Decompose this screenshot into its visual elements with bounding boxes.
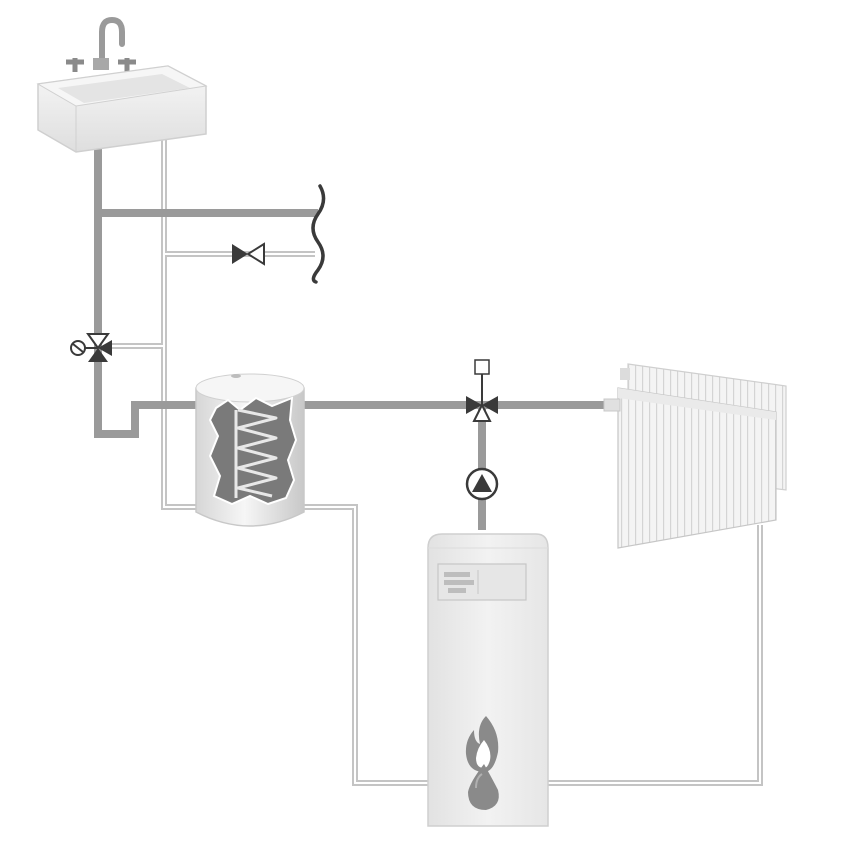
flame-icon bbox=[465, 716, 499, 772]
boiler bbox=[427, 533, 549, 827]
radiator bbox=[603, 363, 787, 549]
return-pipes-core bbox=[108, 140, 761, 784]
sink bbox=[36, 16, 208, 153]
circulation-pump-icon bbox=[465, 467, 499, 501]
oil-drop-icon bbox=[468, 764, 499, 810]
faucet-icon bbox=[99, 16, 125, 69]
shutoff-valve-icon bbox=[232, 242, 265, 266]
hot-water-cylinder bbox=[195, 373, 305, 527]
supply-break-icon bbox=[311, 184, 326, 284]
flow-pipes bbox=[94, 140, 612, 530]
diverter-valve-icon bbox=[466, 359, 498, 422]
mixing-valve-icon bbox=[70, 333, 112, 362]
heat-coil-icon bbox=[236, 408, 278, 498]
